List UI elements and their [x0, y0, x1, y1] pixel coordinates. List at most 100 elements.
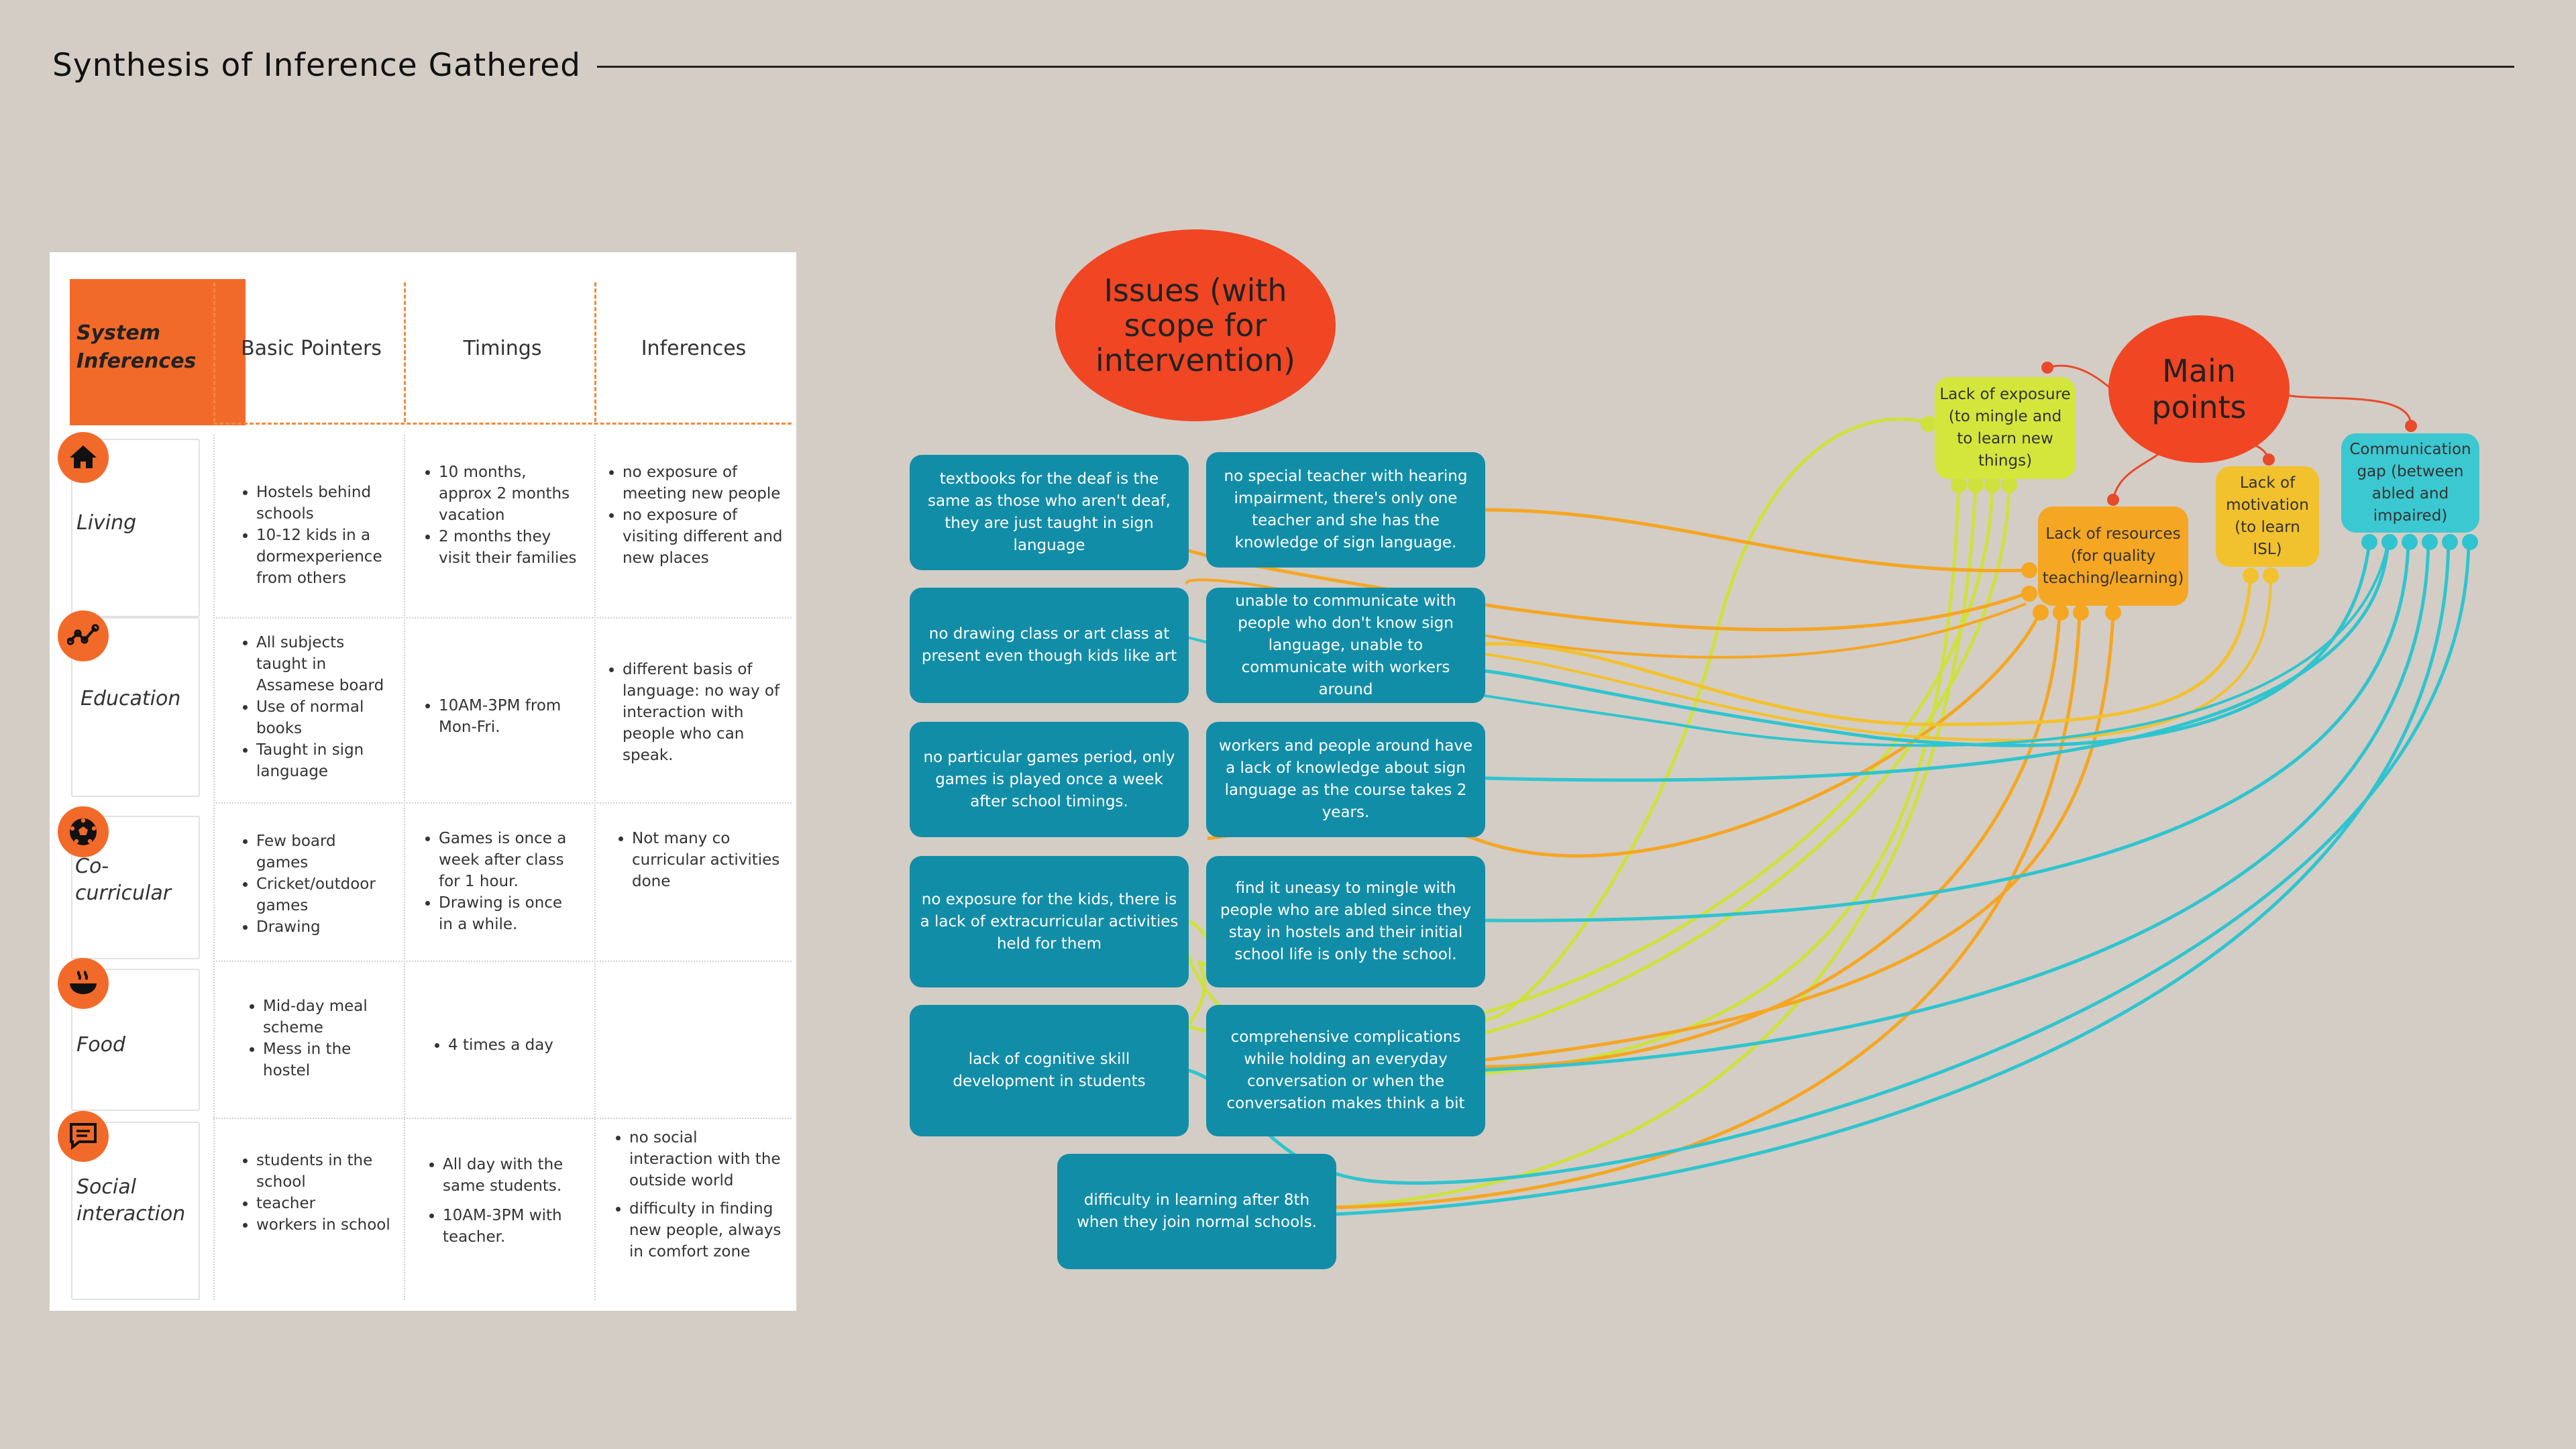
- cell-education-timings: 10AM-3PM from Mon-Fri.: [420, 695, 581, 738]
- connector-dot: [2442, 534, 2458, 550]
- cell-co-curricular-pointers: Few board gamesCricket/outdoor gamesDraw…: [237, 830, 392, 938]
- list-item: Hostels behind schools: [256, 482, 385, 525]
- home-icon: [58, 432, 109, 483]
- chat-icon: [58, 1111, 109, 1162]
- point-lack-of-resources: Lack of resources (for quality teaching/…: [2038, 506, 2188, 606]
- cell-social-timings: All day with the same students.10AM-3PM …: [424, 1154, 585, 1248]
- table-corner-header: System Inferences: [70, 279, 246, 425]
- list-item: Not many co curricular activities done: [632, 828, 781, 892]
- row-label-box: [71, 1122, 200, 1300]
- point-lack-of-motivation: Lack of motivation (to learn ISL): [2216, 466, 2319, 567]
- list-item: different basis of language: no way of i…: [623, 659, 785, 766]
- list-item: Taught in sign language: [256, 739, 392, 782]
- connector-exposure: [1483, 417, 1929, 1022]
- row-divider: [213, 802, 792, 804]
- connector-resources: [1483, 613, 2115, 1062]
- header-divider: [594, 282, 596, 422]
- graph-icon: [58, 610, 109, 661]
- connector-dot: [1921, 416, 1937, 432]
- issue-box: find it uneasy to mingle with people who…: [1206, 856, 1485, 987]
- cell-food-timings: 4 times a day: [429, 1034, 577, 1056]
- connector-dot: [1984, 477, 2000, 493]
- list-item: 2 months they visit their families: [439, 526, 581, 569]
- list-item: Few board games: [256, 830, 392, 873]
- header-divider: [404, 282, 406, 422]
- issue-box: no special teacher with hearing impairme…: [1206, 452, 1485, 568]
- row-label-co-curricular: Co-curricular: [75, 855, 172, 905]
- issue-box: textbooks for the deaf is the same as th…: [910, 455, 1189, 570]
- list-item: 10AM-3PM from Mon-Fri.: [439, 695, 581, 738]
- connector-dot: [2405, 420, 2417, 432]
- list-item: students in the school: [256, 1150, 392, 1193]
- list-item: difficulty in finding new people, always…: [629, 1198, 785, 1263]
- connector-dot: [2033, 604, 2049, 621]
- connector-dot: [2263, 453, 2275, 466]
- list-item: 10-12 kids in a dormexperience from othe…: [256, 525, 385, 589]
- list-item: Games is once a week after class for 1 h…: [439, 828, 581, 892]
- issue-box: difficulty in learning after 8th when th…: [1057, 1154, 1336, 1269]
- connector-dot: [2001, 477, 2017, 493]
- connector-exposure: [1334, 484, 1978, 1210]
- cell-living-pointers: Hostels behind schools10-12 kids in a do…: [237, 482, 385, 589]
- point-lack-of-exposure: Lack of exposure (to mingle and to learn…: [1935, 377, 2076, 479]
- list-item: teacher: [256, 1193, 392, 1214]
- cell-social-pointers: students in the schoolteacherworkers in …: [237, 1150, 392, 1236]
- connector-dot: [2105, 604, 2121, 621]
- list-item: no social interaction with the outside w…: [629, 1127, 785, 1191]
- issue-box: comprehensive complications while holdin…: [1206, 1005, 1485, 1136]
- point-communication-gap: Communication gap (between abled and imp…: [2341, 433, 2479, 533]
- issue-box: no exposure for the kids, there is a lac…: [910, 856, 1189, 987]
- row-label-food: Food: [76, 1033, 126, 1057]
- system-inferences-table: System Inferences Basic Pointers Timings…: [50, 252, 796, 1311]
- connector-dot: [2041, 362, 2053, 374]
- list-item: 4 times a day: [448, 1034, 577, 1056]
- row-label-living: Living: [76, 511, 137, 535]
- cell-education-pointers: All subjects taught in Assamese boardUse…: [237, 632, 392, 782]
- issue-box: workers and people around have a lack of…: [1206, 722, 1485, 837]
- row-label-social-interaction: Social interaction: [76, 1175, 186, 1226]
- connector-communication: [1483, 541, 2390, 782]
- connector-dot: [2422, 534, 2438, 550]
- issue-box: unable to communicate with people who do…: [1206, 588, 1485, 703]
- list-item: All subjects taught in Assamese board: [256, 632, 392, 696]
- row-label-box: [71, 816, 200, 959]
- connector-main-to-exposure: [2047, 364, 2110, 389]
- list-item: no exposure of visiting different and ne…: [623, 504, 785, 569]
- connector-dot: [2361, 534, 2377, 550]
- issues-bubble: Issues (with scope for intervention): [1055, 229, 1336, 421]
- list-item: 10 months, approx 2 months vacation: [439, 462, 581, 526]
- cell-co-curricular-timings: Games is once a week after class for 1 h…: [420, 828, 581, 935]
- connector-dot: [1968, 477, 1984, 493]
- column-divider: [594, 435, 596, 1300]
- row-divider: [213, 961, 792, 962]
- connector-motivation: [1483, 576, 2253, 727]
- list-item: Cricket/outdoor games: [256, 873, 392, 916]
- row-label-education: Education: [80, 687, 181, 710]
- list-item: Mid-day meal scheme: [263, 996, 392, 1038]
- column-header-timings: Timings: [463, 337, 542, 360]
- row-label-box: [71, 439, 200, 617]
- list-item: workers in school: [256, 1214, 392, 1236]
- connector-exposure: [1483, 484, 1961, 1075]
- connector-dot: [2021, 562, 2037, 578]
- row-divider: [213, 1118, 792, 1119]
- list-item: All day with the same students.: [443, 1154, 585, 1197]
- connector-exposure: [1184, 484, 1994, 1042]
- issue-box: no particular games period, only games i…: [910, 722, 1189, 837]
- page-title: Synthesis of Inference Gathered: [52, 47, 581, 84]
- connector-dot: [2402, 534, 2418, 550]
- connector-resources: [1483, 613, 2061, 1069]
- connector-dot: [2073, 604, 2089, 621]
- row-divider: [213, 617, 792, 619]
- title-rule: [597, 66, 2514, 68]
- cell-social-inferences: no social interaction with the outside w…: [610, 1127, 785, 1263]
- connector-communication: [1483, 541, 2430, 1072]
- cell-education-inferences: different basis of language: no way of i…: [604, 659, 785, 766]
- connector-communication: [1483, 541, 2371, 747]
- list-item: Drawing: [256, 916, 392, 938]
- connector-resources: [1483, 508, 2033, 573]
- column-header-basic-pointers: Basic Pointers: [241, 337, 382, 360]
- cell-food-pointers: Mid-day meal schemeMess in the hostel: [244, 996, 392, 1081]
- connector-dot: [2021, 586, 2037, 602]
- connector-resources: [1334, 613, 2082, 1210]
